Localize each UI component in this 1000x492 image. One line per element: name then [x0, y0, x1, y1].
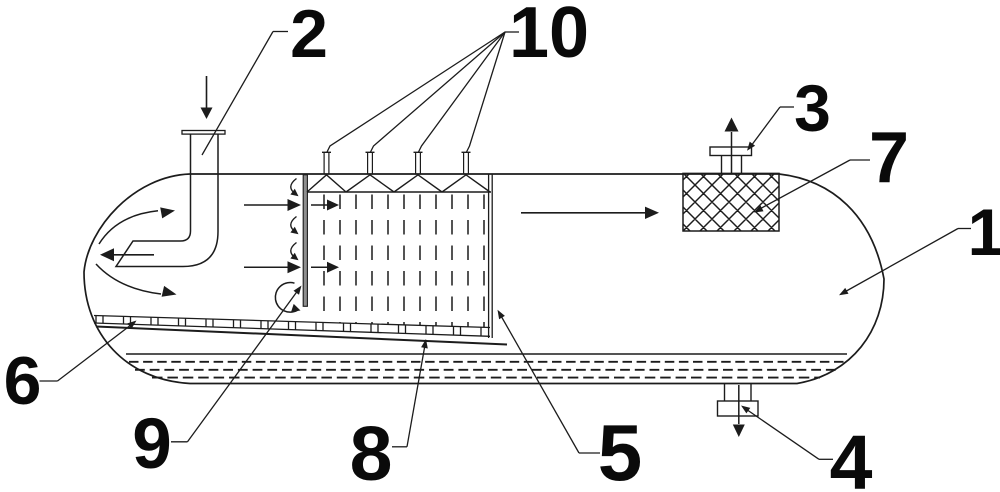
svg-text:9: 9	[132, 405, 172, 484]
svg-text:4: 4	[830, 420, 873, 492]
svg-text:7: 7	[869, 118, 909, 198]
svg-text:6: 6	[4, 343, 42, 419]
svg-text:5: 5	[598, 408, 643, 492]
svg-text:10: 10	[509, 0, 589, 73]
svg-text:8: 8	[350, 411, 393, 492]
svg-text:1: 1	[968, 195, 1000, 269]
svg-text:3: 3	[794, 71, 831, 145]
svg-text:2: 2	[290, 0, 328, 72]
